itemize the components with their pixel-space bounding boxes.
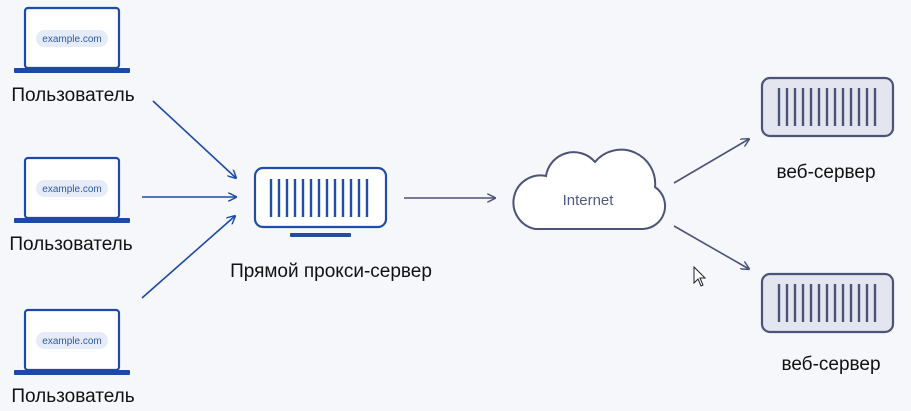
user-label: Пользователь: [11, 85, 134, 106]
arrow-user1-to-proxy: [152, 100, 236, 178]
web-server-label: веб-сервер: [776, 162, 875, 183]
proxy-label: Прямой прокси-сервер: [230, 261, 432, 282]
server-icon: [760, 272, 895, 334]
web-server-1: веб-сервер: [760, 76, 895, 183]
laptop-icon: [14, 6, 130, 73]
web-server-2: веб-сервер: [760, 272, 895, 375]
arrow-internet-to-server1: [673, 139, 749, 184]
address-bar-url: example.com: [42, 34, 101, 45]
internet-label: Internet: [563, 192, 615, 209]
address-bar-url: example.com: [42, 184, 101, 195]
internet-cloud: Internet: [512, 148, 667, 230]
user-laptop-2: example.com Пользователь: [9, 156, 133, 255]
user-laptop-1: example.com Пользователь: [11, 6, 135, 106]
mouse-cursor-icon: [693, 265, 707, 287]
laptop-icon: [14, 156, 130, 223]
user-label: Пользователь: [9, 234, 132, 255]
laptop-icon: [14, 308, 130, 375]
server-icon: [760, 76, 895, 138]
server-icon: [253, 166, 388, 237]
proxy-server: Прямой прокси-сервер: [230, 166, 432, 282]
address-bar-url: example.com: [42, 336, 101, 347]
web-server-label: веб-сервер: [781, 354, 880, 375]
cloud-icon: [512, 148, 667, 230]
arrow-user3-to-proxy: [141, 216, 235, 299]
user-laptop-3: example.com Пользователь: [11, 308, 135, 407]
arrow-internet-to-server2: [673, 225, 749, 269]
user-label: Пользователь: [11, 386, 134, 407]
